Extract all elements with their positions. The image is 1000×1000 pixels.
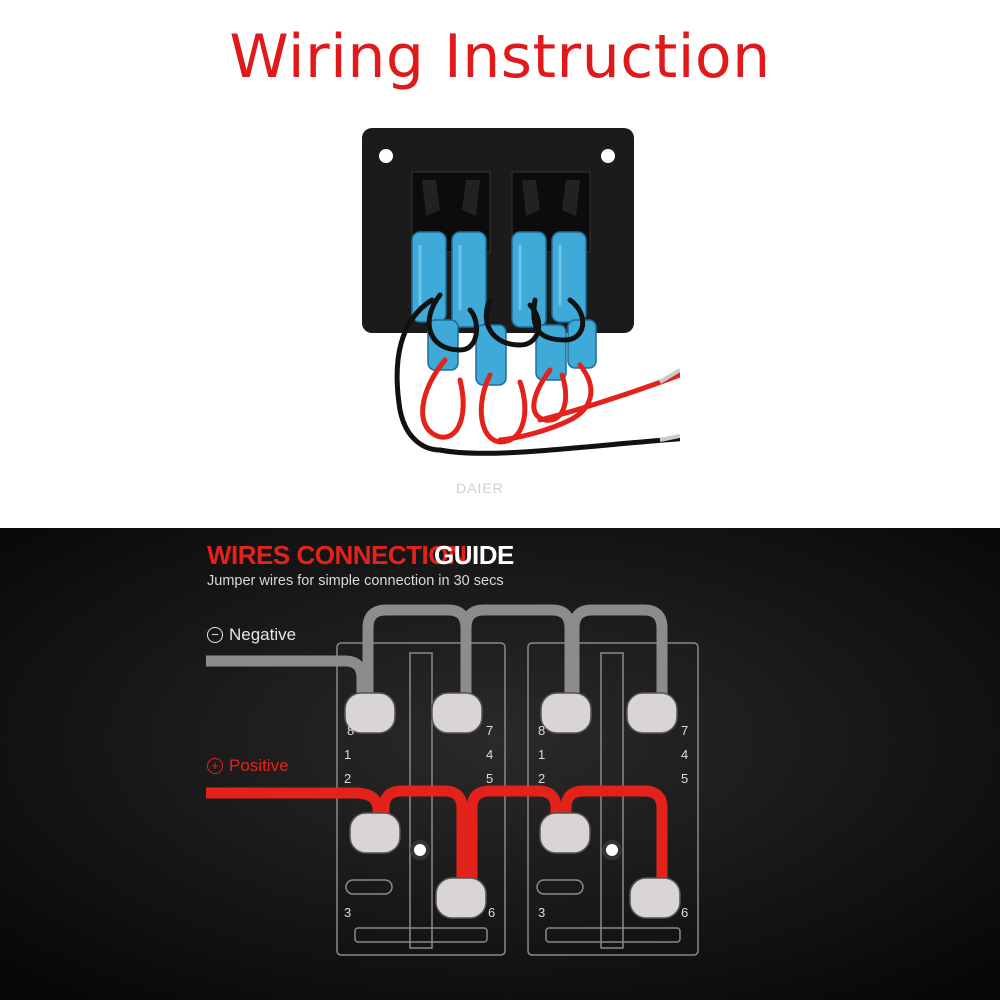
wiring-diagram (0, 528, 1000, 1000)
pin-5-right: 5 (681, 771, 689, 786)
pin-6-left: 6 (488, 905, 496, 920)
positive-label: Positive (229, 756, 289, 775)
pin-4-left: 4 (486, 747, 494, 762)
guide-subtitle: Jumper wires for simple connection in 30… (207, 573, 504, 589)
pin-3-right: 3 (538, 905, 546, 920)
pin-1-right: 1 (538, 747, 546, 762)
negative-wires (206, 604, 668, 696)
plus-circle-icon: + (207, 758, 223, 774)
pin-1-left: 1 (344, 747, 352, 762)
pin-2-left: 2 (344, 771, 352, 786)
pin-8-right: 8 (538, 723, 546, 738)
positive-legend: + Positive (207, 756, 289, 776)
page-title: Wiring Instruction (229, 22, 771, 92)
switch-panel-photo (362, 128, 680, 456)
pin-2-right: 2 (538, 771, 546, 786)
guide-heading-red: WIRES CONNECTION (207, 540, 467, 570)
terminal-lugs (344, 692, 681, 919)
black-wires (394, 292, 680, 456)
wiring-guide-panel: 8 7 1 4 2 5 3 6 8 7 1 4 2 5 3 6 (0, 528, 1000, 1000)
switch-outline-right (527, 642, 699, 956)
pin-3-left: 3 (344, 905, 352, 920)
mounting-plate (362, 128, 634, 333)
pin-5-left: 5 (486, 771, 494, 786)
pin-4-right: 4 (681, 747, 689, 762)
switch-outline-left (336, 642, 506, 956)
pin-7-right: 7 (681, 723, 689, 738)
minus-circle-icon: − (207, 627, 223, 643)
mounting-hole-right (601, 149, 615, 163)
pin-7-left: 7 (486, 723, 494, 738)
pin-8-left: 8 (347, 723, 355, 738)
guide-heading-white: GUIDE (434, 540, 514, 570)
pin-6-right: 6 (681, 905, 689, 920)
mounting-hole-left (379, 149, 393, 163)
negative-label: Negative (229, 625, 297, 644)
positive-wires (206, 785, 668, 884)
negative-legend: −Negative (207, 625, 296, 645)
watermark-text: DAIER (456, 480, 504, 496)
red-wires (420, 357, 680, 445)
